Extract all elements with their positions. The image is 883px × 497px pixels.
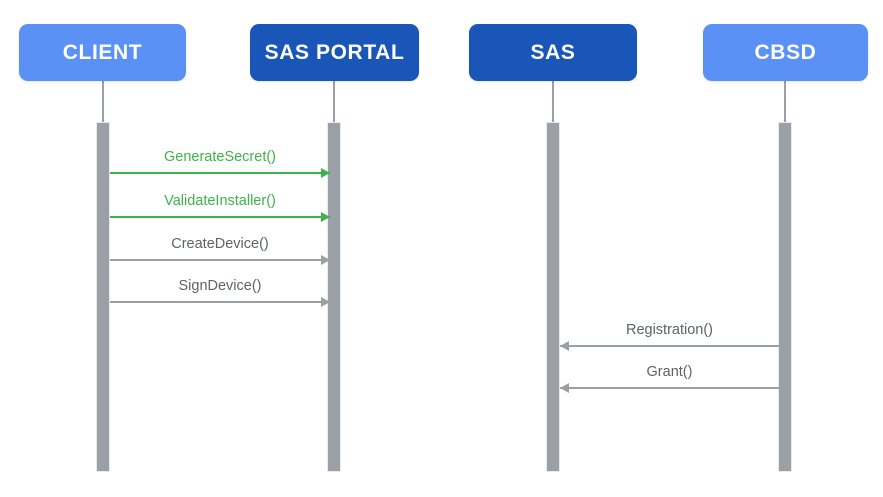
message-label-generate-secret: GenerateSecret() — [163, 148, 277, 165]
message-label-grant: Grant() — [646, 363, 693, 380]
participant-box-sas-portal[interactable]: SAS PORTAL — [250, 24, 419, 81]
arrowhead-right-icon — [321, 297, 330, 307]
message-label-sign-device: SignDevice() — [178, 277, 262, 294]
arrowhead-right-icon — [321, 255, 330, 265]
message-line-sign-device — [110, 301, 330, 303]
message-label-create-device: CreateDevice() — [171, 235, 269, 252]
participant-label-client: CLIENT — [62, 41, 143, 64]
message-line-grant — [560, 387, 779, 389]
participant-box-client[interactable]: CLIENT — [19, 24, 186, 81]
participant-label-cbsd: CBSD — [754, 41, 817, 64]
participant-box-cbsd[interactable]: CBSD — [703, 24, 868, 81]
message-line-registration — [560, 345, 779, 347]
participant-label-sas: SAS — [530, 41, 576, 64]
arrowhead-left-icon — [560, 341, 569, 351]
lifeline-client — [102, 81, 104, 122]
lifeline-sas-portal — [333, 81, 335, 122]
lifeline-cbsd — [784, 81, 786, 122]
message-line-validate-installer — [110, 216, 330, 218]
activation-bar-client — [96, 122, 110, 472]
message-line-create-device — [110, 259, 330, 261]
arrowhead-right-icon — [321, 212, 330, 222]
activation-bar-sas — [546, 122, 560, 472]
arrowhead-left-icon — [560, 383, 569, 393]
message-line-generate-secret — [110, 172, 330, 174]
activation-bar-cbsd — [778, 122, 792, 472]
message-label-validate-installer: ValidateInstaller() — [164, 192, 276, 209]
participant-label-sas-portal: SAS PORTAL — [264, 41, 405, 64]
arrowhead-right-icon — [321, 168, 330, 178]
lifeline-sas — [552, 81, 554, 122]
message-label-registration: Registration() — [625, 321, 714, 338]
participant-box-sas[interactable]: SAS — [469, 24, 637, 81]
